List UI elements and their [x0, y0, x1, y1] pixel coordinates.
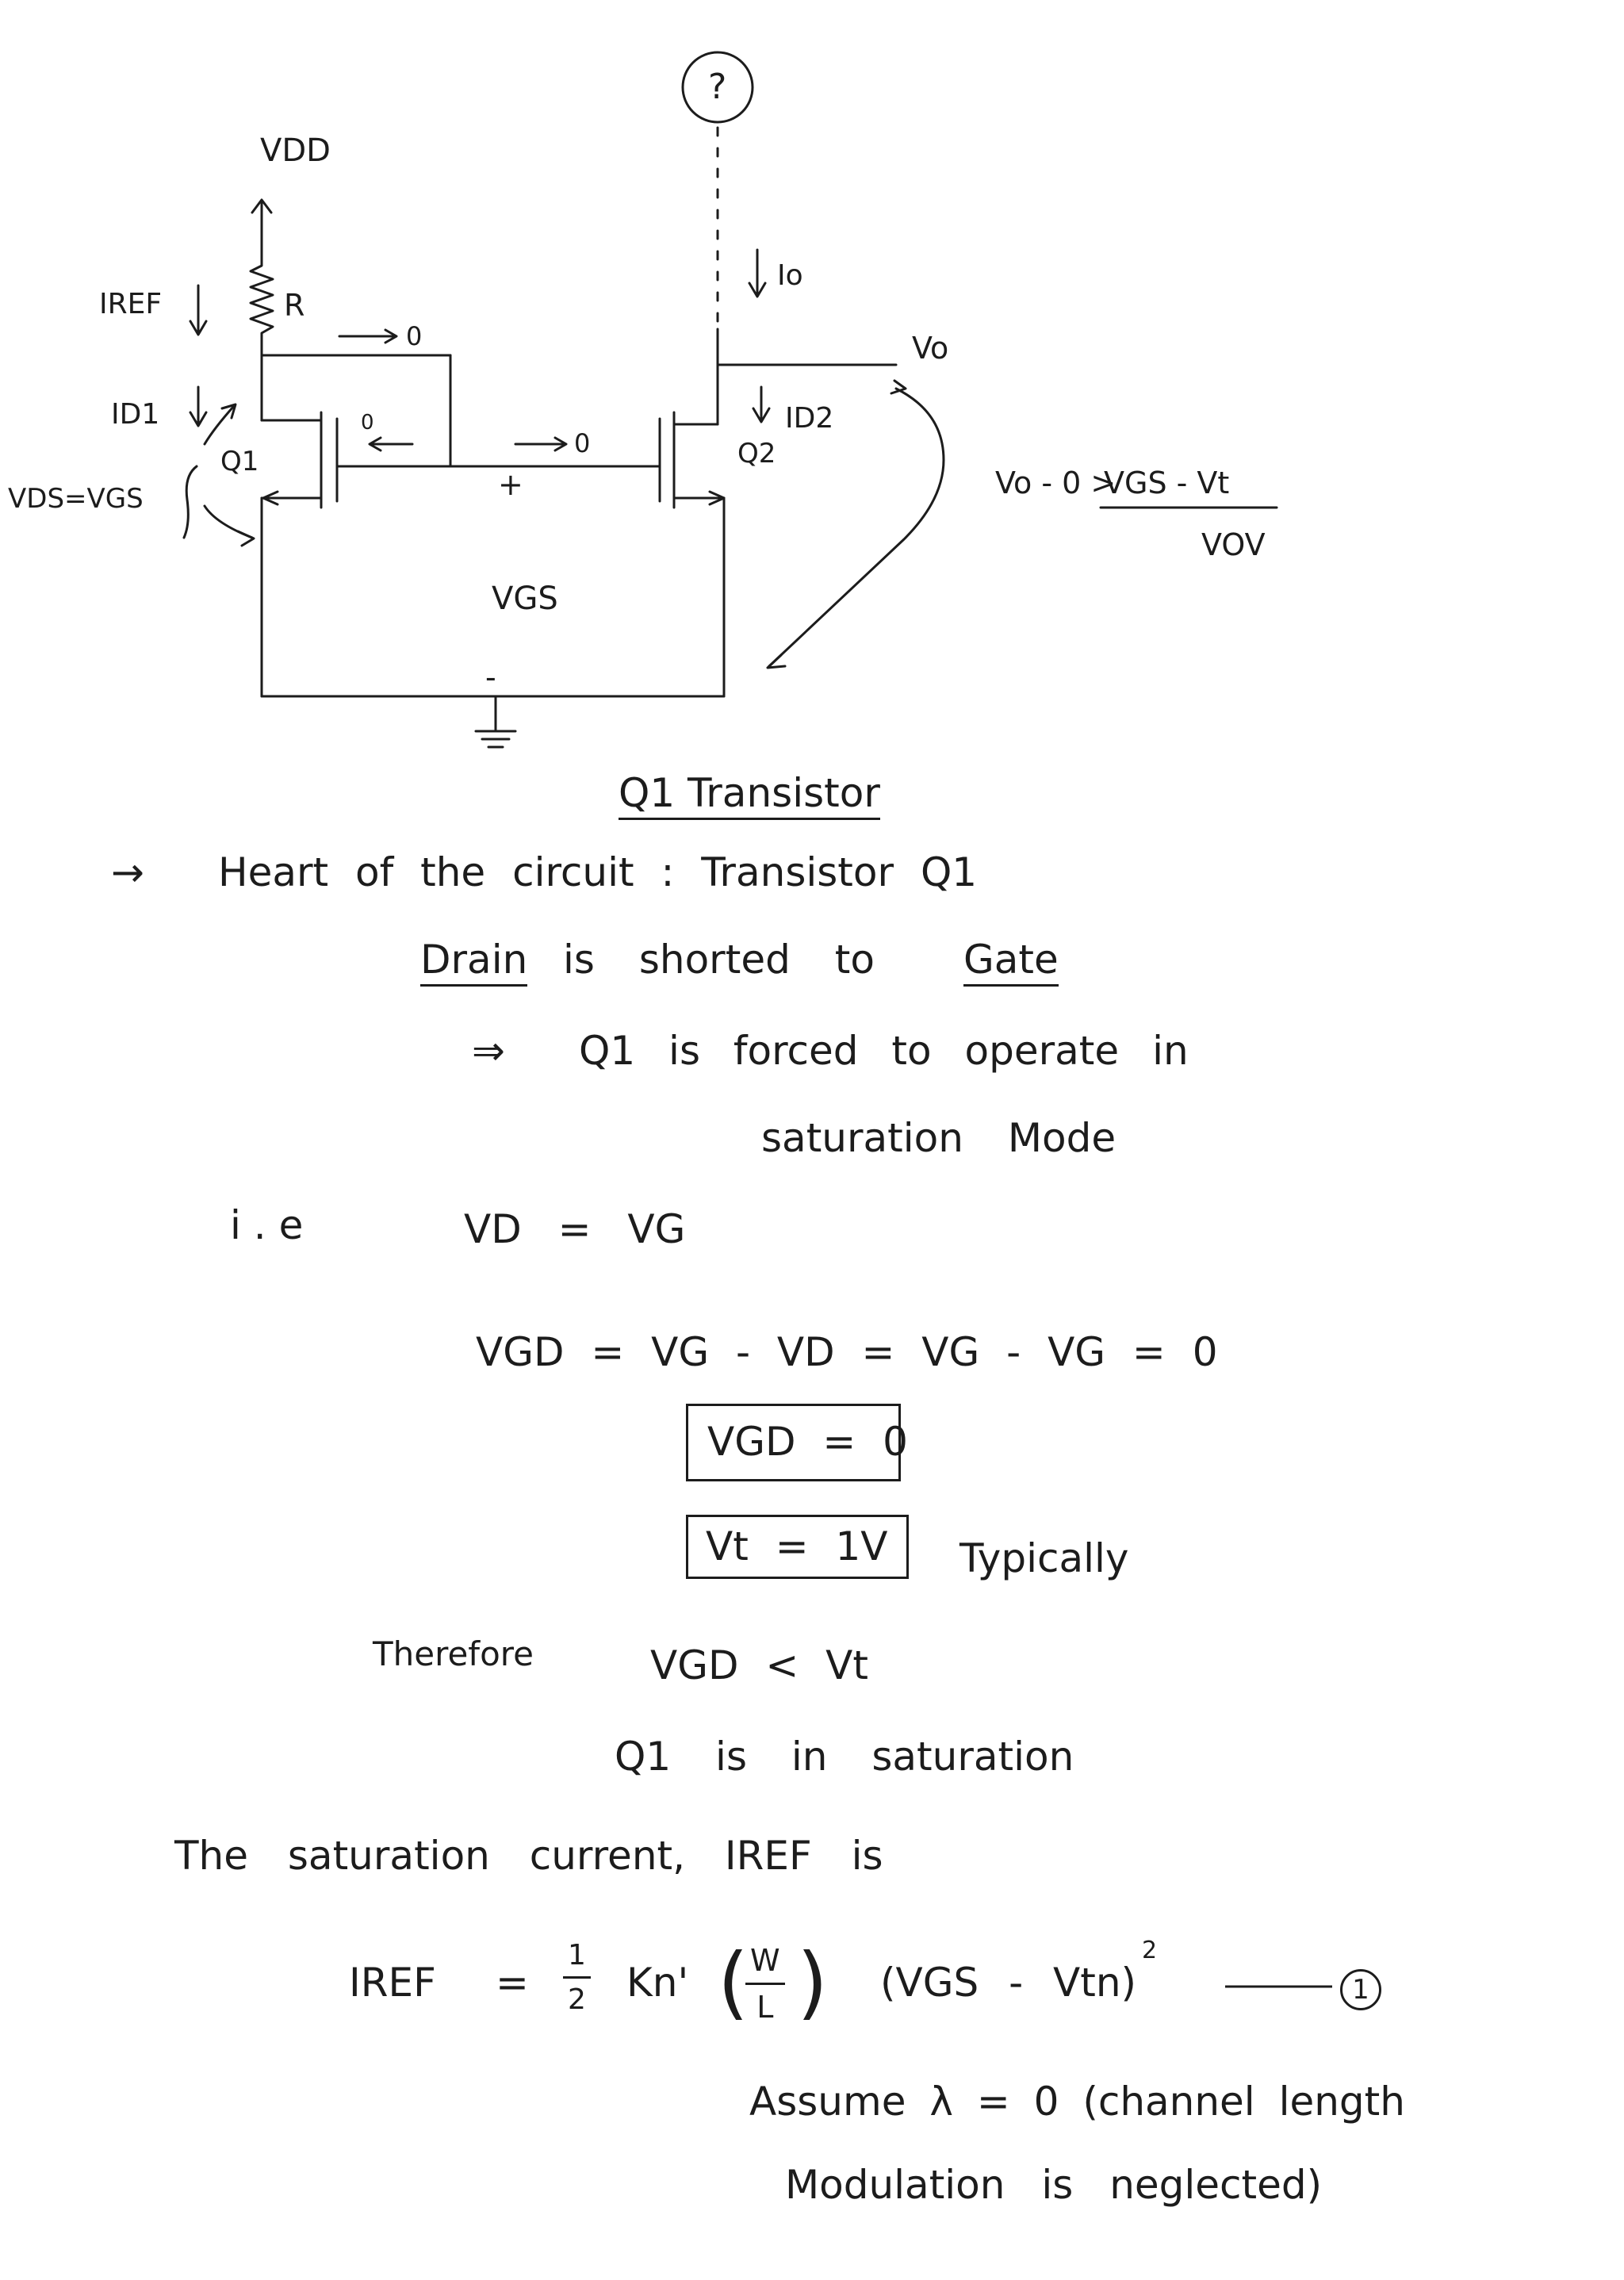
equals-sign: = [496, 1960, 529, 2006]
modulation-line: Modulation is neglected) [785, 2162, 1323, 2208]
vd-eq-vg: VD = VG [464, 1206, 686, 1252]
half-fraction: 1 2 [563, 1939, 591, 2016]
vo-label: Vo [912, 331, 949, 366]
unknown-load-label: ? [708, 67, 727, 107]
equation-number-badge: 1 [1340, 1965, 1381, 2010]
close-paren: ) [797, 1936, 829, 2029]
resistor-r [249, 256, 274, 357]
l-denominator: L [756, 1990, 774, 2025]
vov-label: VOV [1201, 527, 1266, 562]
equation-number: 1 [1340, 1969, 1381, 2010]
id1-arrow-icon [189, 385, 208, 427]
id2-arrow-icon [752, 385, 771, 423]
id1-label: ID1 [111, 398, 160, 431]
zero-current-label-1: 0 [406, 321, 423, 351]
q1-pointer-top-icon [203, 403, 237, 446]
implies-icon: ⇒ [472, 1028, 505, 1074]
half-denominator: 2 [568, 1983, 586, 2016]
vt-box: Vt = 1V [686, 1515, 909, 1579]
heart-arrow-icon: → [111, 849, 144, 895]
iref-label: IREF [99, 288, 163, 320]
section-title: Q1 Transistor [619, 773, 880, 820]
io-label: Io [777, 259, 803, 292]
vgd-result-box: VGD = 0 [686, 1404, 908, 1481]
vgs-minus-vt-label: VGS - Vt [1104, 466, 1230, 500]
vdd-label: VDD [260, 132, 331, 169]
iref-arrow-icon [189, 284, 208, 336]
w-over-l-fraction: W L [745, 1943, 785, 2025]
vds-vgs-bracket [182, 465, 198, 539]
forced-line: Q1 is forced to operate in [579, 1028, 1189, 1074]
q1-pointer-bottom-icon [203, 504, 255, 547]
therefore-label: Therefore [373, 1634, 534, 1673]
open-paren: ( [718, 1936, 749, 2029]
ie-label: i . e [230, 1202, 304, 1248]
vo-condition: Vo - 0 > [995, 466, 1116, 500]
squared-exponent: 2 [1142, 1937, 1158, 1964]
is-shorted-to: is shorted to [563, 937, 875, 983]
plus-sign: + [498, 467, 523, 502]
q1-label: Q1 [220, 446, 259, 477]
minus-sign: - [485, 660, 496, 695]
gate-word: Gate [963, 940, 1059, 987]
resistor-label: R [284, 288, 305, 323]
gate-current-label: 0 [361, 411, 374, 435]
iref-lhs: IREF [349, 1960, 436, 2006]
vgd-result: VGD = 0 [707, 1419, 908, 1465]
assume-line: Assume λ = 0 (channel length [749, 2079, 1405, 2125]
gate-current-arrow-icon [368, 436, 414, 452]
vdd-arrow-icon [251, 198, 273, 259]
q1-in-saturation: Q1 is in saturation [615, 1734, 1074, 1780]
vo-to-ground-arrow-icon [766, 379, 945, 669]
heart-line: Heart of the circuit : Transistor Q1 [218, 849, 978, 895]
io-arrow-icon [748, 248, 767, 298]
w-numerator: W [745, 1943, 785, 1985]
id2-label: ID2 [785, 402, 834, 435]
vgd-equation: VGD = VG - VD = VG - VG = 0 [476, 1329, 1218, 1375]
vt-value: Vt = 1V [706, 1523, 888, 1569]
vgd-lt-vt: VGD < Vt [650, 1642, 868, 1688]
vgs-minus-vtn: (VGS - Vtn) [880, 1960, 1137, 2006]
vgs-label: VGS [492, 581, 558, 617]
half-numerator: 1 [563, 1939, 591, 1979]
zero-current-arrow-2-icon [514, 436, 568, 452]
unknown-load-circle [681, 51, 754, 124]
zero-current-arrow-1-icon [338, 328, 398, 344]
saturation-current-line: The saturation current, IREF is [174, 1833, 883, 1879]
q2-label: Q2 [737, 438, 776, 469]
zero-current-label-2: 0 [574, 428, 591, 458]
drain-word: Drain [420, 940, 528, 987]
saturation-mode-line: saturation Mode [761, 1115, 1116, 1161]
typically-note: Typically [959, 1535, 1129, 1581]
ground-icon [474, 695, 517, 749]
vds-vgs-label: VDS=VGS [8, 483, 144, 515]
kn-term: Kn' [626, 1960, 689, 2006]
